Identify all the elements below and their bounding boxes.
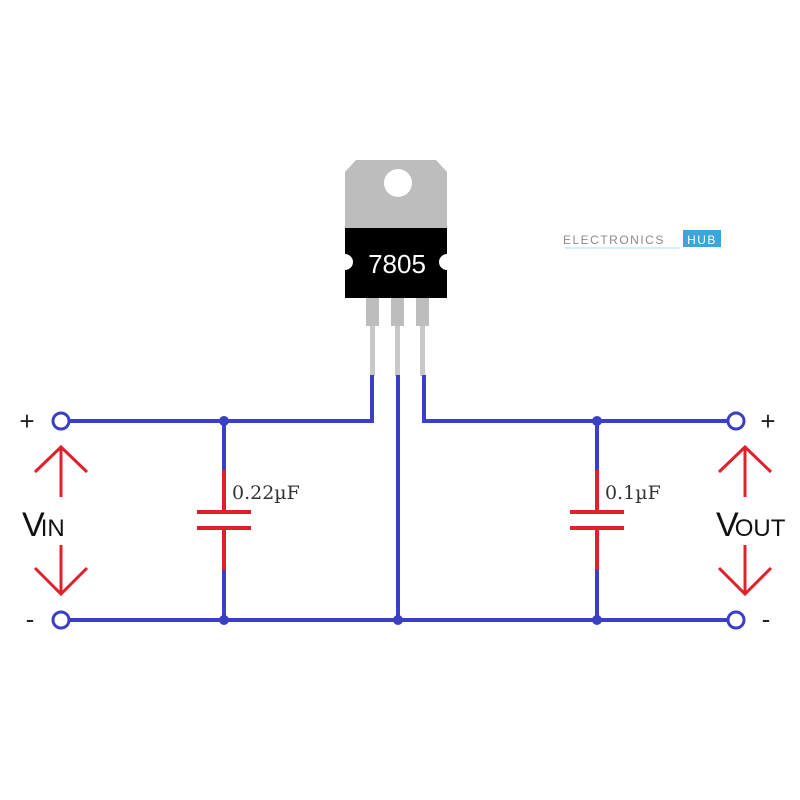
vin-label: VIN xyxy=(22,506,65,544)
capacitor-c2-value: 0.1µF xyxy=(605,482,661,504)
pin-ground xyxy=(391,298,404,326)
svg-text:HUB: HUB xyxy=(687,233,717,247)
output-minus-terminal xyxy=(726,610,746,630)
output-rail xyxy=(422,375,728,423)
mounting-hole xyxy=(384,169,412,197)
svg-text:ELECTRONICS: ELECTRONICS xyxy=(563,233,665,247)
regulator-label: 7805 xyxy=(368,249,426,279)
terminals xyxy=(51,411,746,630)
output-minus-sign: - xyxy=(762,604,771,634)
pin-output xyxy=(416,298,429,326)
capacitor-c1-value: 0.22µF xyxy=(232,482,300,504)
input-minus-sign: - xyxy=(26,604,35,634)
electronics-hub-logo: ELECTRONICS HUB xyxy=(563,230,721,249)
vin-arrows xyxy=(33,444,89,597)
vout-label: VOUT xyxy=(716,506,786,544)
input-plus-sign: + xyxy=(19,406,34,436)
capacitor-c2 xyxy=(570,470,624,570)
vout-arrows xyxy=(717,444,773,597)
regulator-7805: 7805 xyxy=(345,160,447,376)
input-rail xyxy=(69,375,374,423)
junction-dots xyxy=(219,416,602,625)
regulator-body xyxy=(345,228,447,298)
output-plus-sign: + xyxy=(760,406,775,436)
input-plus-terminal xyxy=(51,411,71,431)
input-minus-terminal xyxy=(51,610,71,630)
capacitor-c1 xyxy=(197,470,251,570)
pin-input xyxy=(366,298,379,326)
output-plus-terminal xyxy=(726,411,746,431)
wires xyxy=(69,375,728,622)
